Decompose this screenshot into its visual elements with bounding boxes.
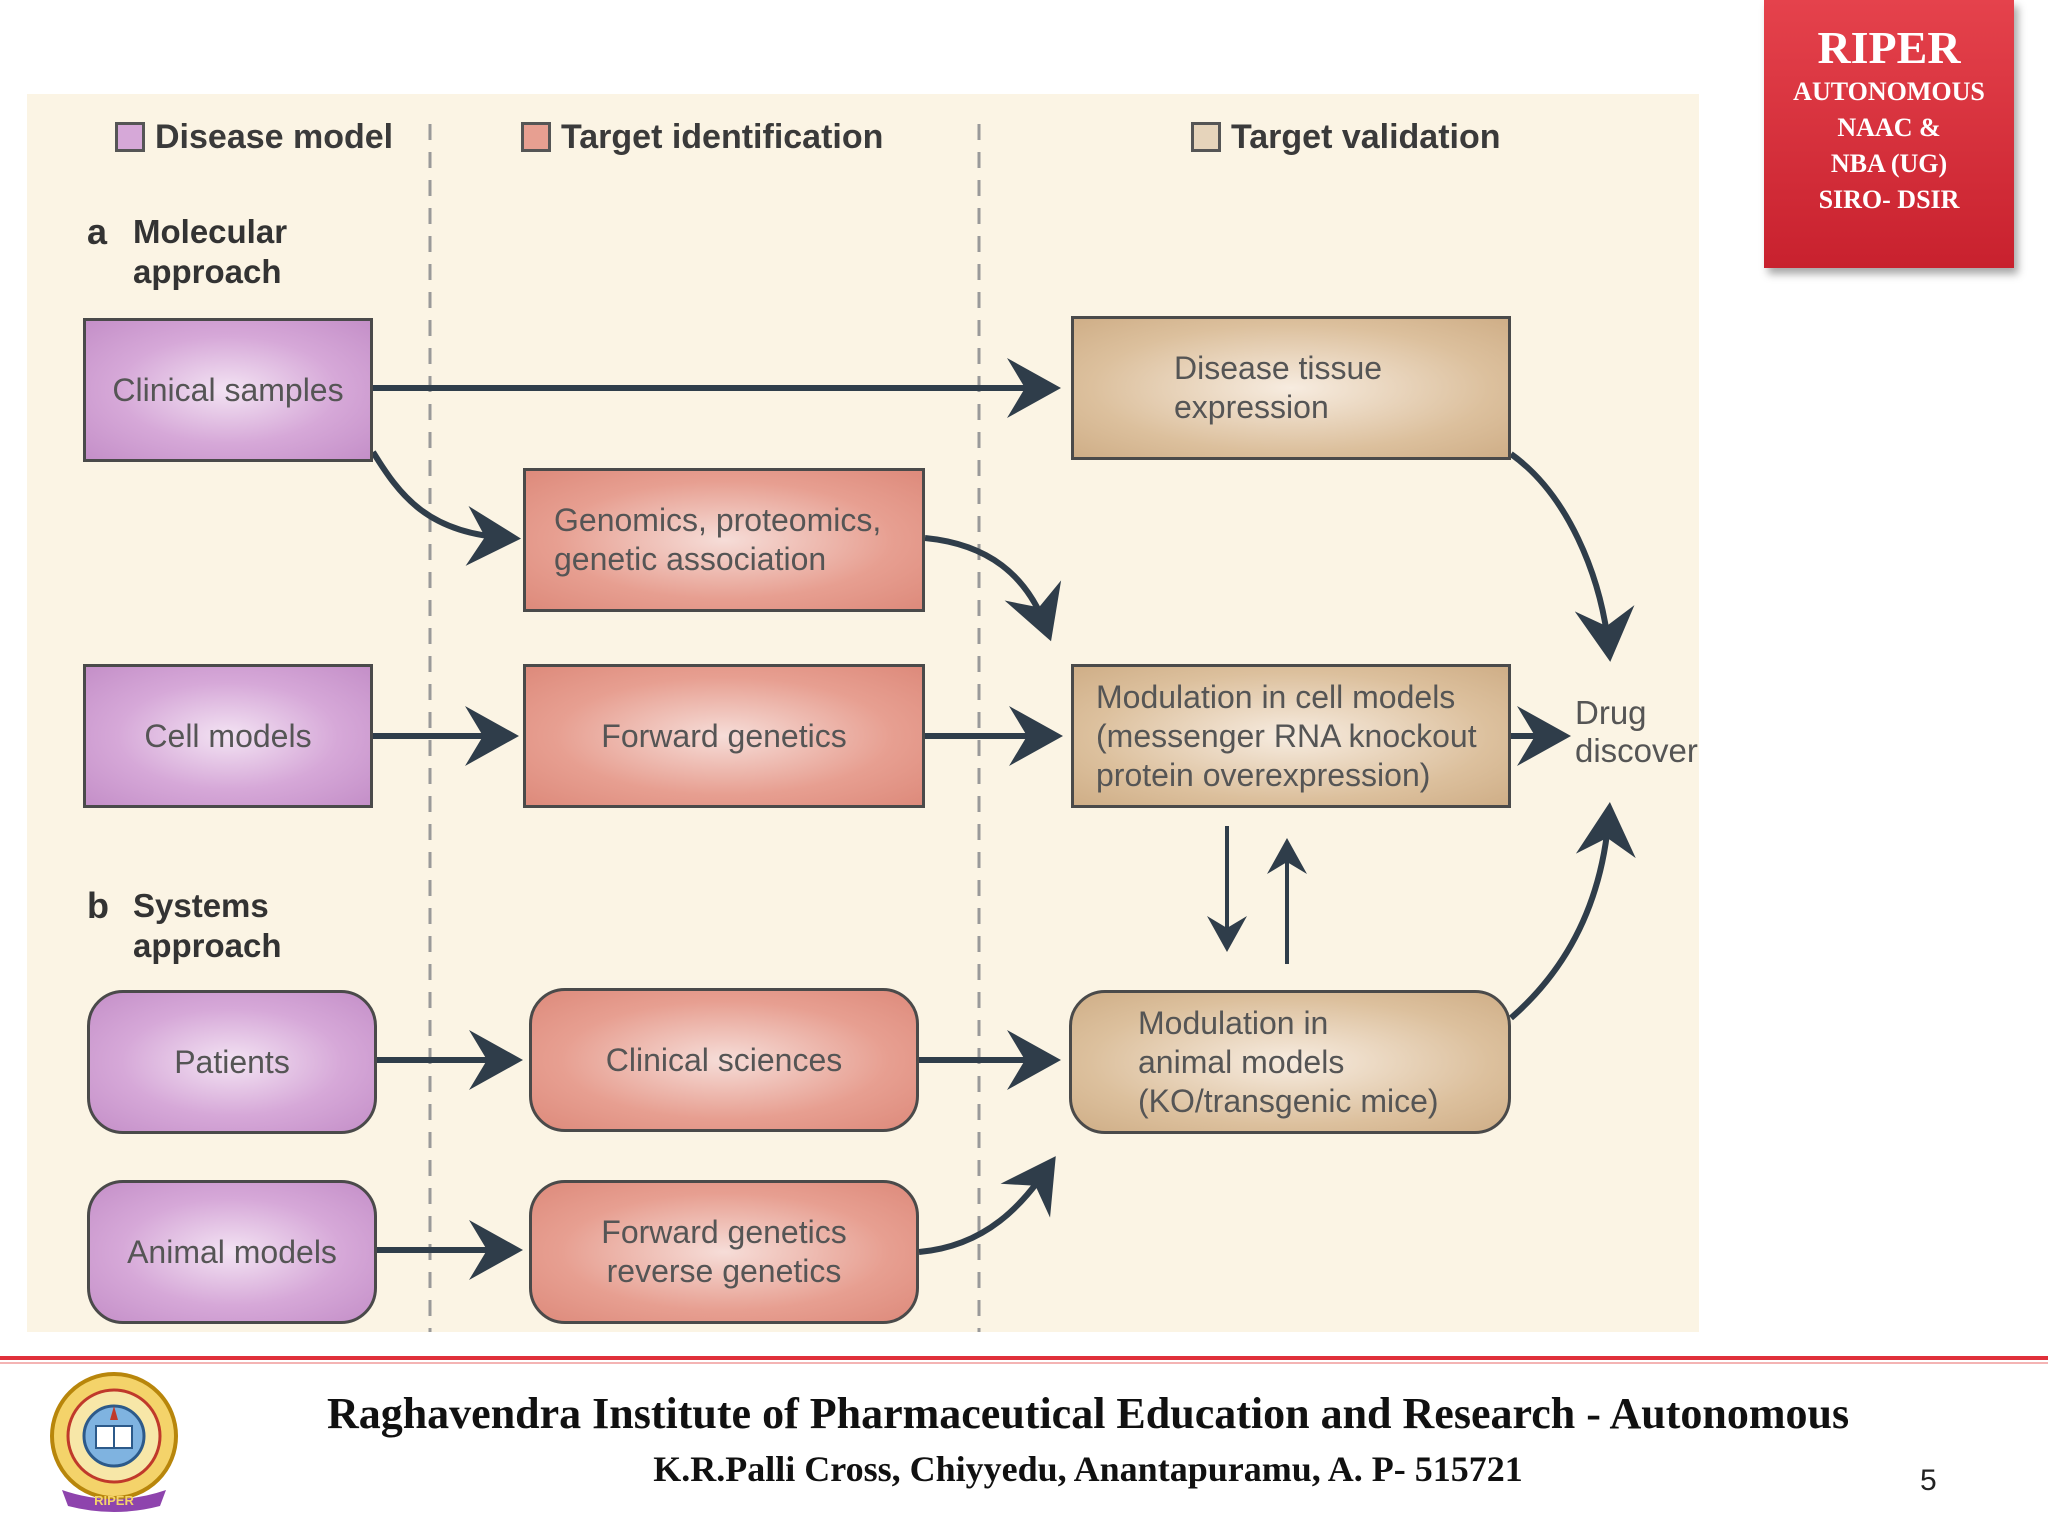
arrow-genomics-to-cell bbox=[924, 535, 1062, 642]
section-b: b Systems approach bbox=[87, 886, 347, 970]
institution-logo: RIPER bbox=[40, 1368, 188, 1516]
section-label: Molecular approach bbox=[133, 213, 288, 290]
box-forward-reverse-genetics: Forward genetics reverse genetics bbox=[529, 1180, 919, 1324]
box-label: Forward genetics reverse genetics bbox=[601, 1214, 847, 1289]
box-label: Cell models bbox=[144, 717, 312, 754]
section-label: Systems approach bbox=[133, 887, 282, 964]
diagram-connectors bbox=[370, 124, 1636, 1332]
riper-badge: RIPER AUTONOMOUS NAAC & NBA (UG) SIRO- D… bbox=[1764, 0, 2014, 268]
box-label: Modulation in cell models (messenger RNA… bbox=[1096, 678, 1477, 793]
box-label: Genomics, proteomics, genetic associatio… bbox=[554, 502, 882, 577]
box-cell-models: Cell models bbox=[83, 664, 373, 808]
legend-disease-model: Disease model bbox=[115, 112, 393, 162]
section-letter: a bbox=[87, 211, 108, 252]
box-label: Clinical sciences bbox=[605, 1041, 843, 1078]
box-forward-genetics: Forward genetics bbox=[523, 664, 925, 808]
legend-label: Target identification bbox=[561, 117, 884, 156]
badge-line: NAAC & bbox=[1837, 113, 1941, 142]
box-label: Patients bbox=[174, 1043, 290, 1080]
logo-emblem-icon: RIPER bbox=[50, 1372, 178, 1512]
legend-swatch-salmon bbox=[521, 122, 551, 152]
footer-divider-shadow bbox=[0, 1362, 2048, 1364]
legend-target-identification: Target identification bbox=[521, 112, 883, 162]
box-genomics: Genomics, proteomics, genetic associatio… bbox=[523, 468, 925, 612]
section-a: a Molecular approach bbox=[87, 212, 347, 296]
badge-line: NBA (UG) bbox=[1830, 149, 1948, 178]
box-clinical-sciences: Clinical sciences bbox=[529, 988, 919, 1132]
box-animal-models: Animal models bbox=[87, 1180, 377, 1324]
box-label: Clinical samples bbox=[112, 371, 344, 408]
section-letter: b bbox=[87, 885, 109, 926]
box-label: Animal models bbox=[127, 1233, 337, 1270]
box-label: Modulation in animal models (KO/transgen… bbox=[1138, 1004, 1439, 1119]
arrow-animal-to-drug bbox=[1509, 802, 1636, 1021]
page-number: 5 bbox=[1920, 1464, 1937, 1497]
box-label: Forward genetics bbox=[601, 717, 847, 754]
legend-label: Disease model bbox=[155, 117, 394, 156]
arrow-forward-reverse-to-animal bbox=[918, 1156, 1056, 1255]
institution-address: K.R.Palli Cross, Chiyyedu, Anantapuramu,… bbox=[653, 1449, 1523, 1489]
badge-line: SIRO- DSIR bbox=[1818, 185, 1960, 214]
svg-text:RIPER: RIPER bbox=[94, 1493, 134, 1508]
badge-line: AUTONOMOUS bbox=[1793, 77, 1985, 106]
legend-target-validation: Target validation bbox=[1191, 112, 1501, 162]
legend-label: Target validation bbox=[1231, 117, 1501, 156]
box-label: Disease tissue expression bbox=[1174, 350, 1383, 425]
arrow-clinical-to-genomics bbox=[370, 450, 521, 566]
box-disease-tissue: Disease tissue expression bbox=[1071, 316, 1511, 460]
legend-swatch-tan bbox=[1191, 122, 1221, 152]
footer-divider bbox=[0, 1356, 2048, 1360]
box-modulation-animal: Modulation in animal models (KO/transgen… bbox=[1069, 990, 1511, 1134]
box-patients: Patients bbox=[87, 990, 377, 1134]
box-modulation-cell: Modulation in cell models (messenger RNA… bbox=[1071, 664, 1511, 808]
arrow-tissue-to-drug bbox=[1509, 451, 1635, 662]
badge-title: RIPER bbox=[1817, 22, 1961, 73]
box-clinical-samples: Clinical samples bbox=[83, 318, 373, 462]
diagram-panel: Disease model Target identification Targ… bbox=[27, 94, 1699, 1332]
drug-discovery-label: Drug discover bbox=[1575, 694, 1698, 769]
legend-swatch-purple bbox=[115, 122, 145, 152]
institution-name: Raghavendra Institute of Pharmaceutical … bbox=[326, 1389, 1850, 1438]
